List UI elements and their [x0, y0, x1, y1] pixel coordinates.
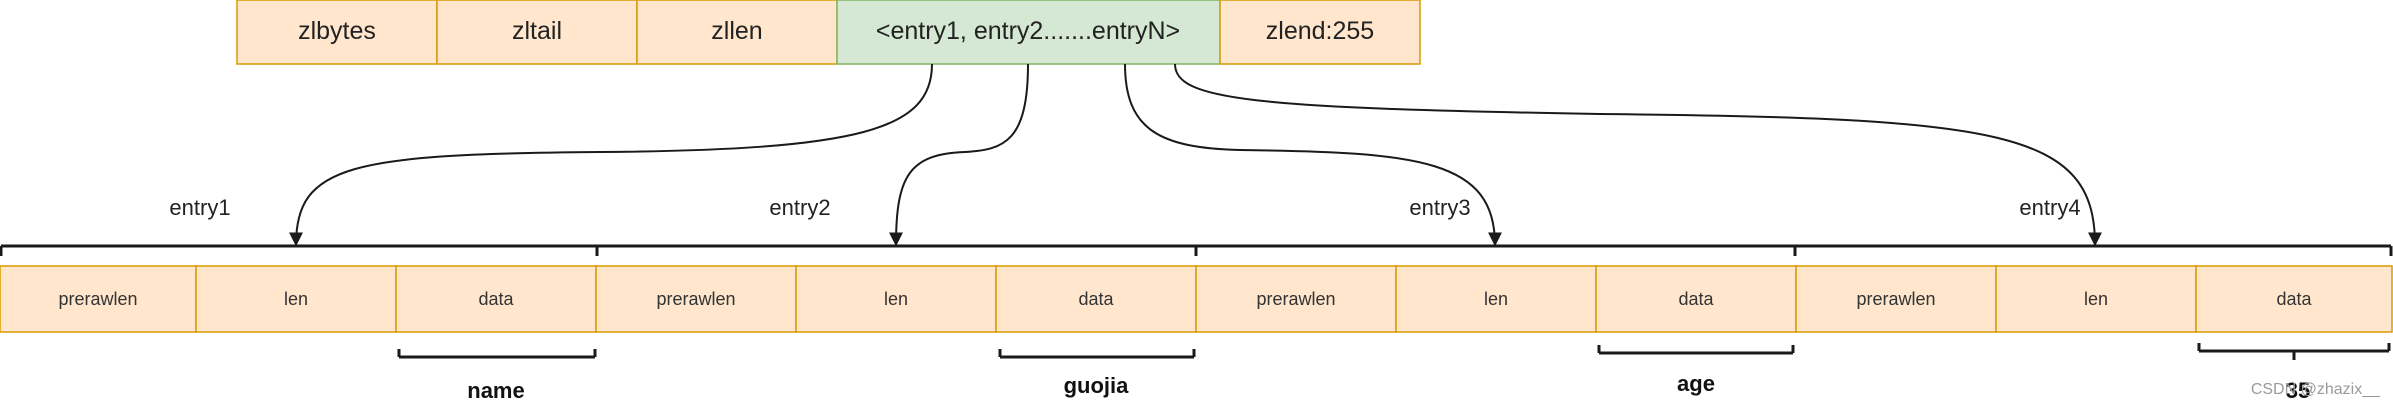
field-data: data — [1595, 265, 1797, 333]
field-len: len — [1395, 265, 1597, 333]
entry-connectors — [289, 63, 2102, 247]
header-cell-label: zllen — [711, 17, 762, 45]
header-cell-zlend: zlend:255 — [1219, 0, 1421, 65]
field-data: data — [2195, 265, 2393, 333]
field-len: len — [195, 265, 397, 333]
data-value-brace — [397, 349, 597, 359]
connector-entry1 — [289, 63, 933, 247]
data-value-brace — [2197, 343, 2391, 360]
entry-brace — [0, 244, 599, 256]
entry-brace — [595, 244, 1198, 256]
field-label: prerawlen — [656, 289, 735, 309]
field-label: prerawlen — [1856, 289, 1935, 309]
entry-brace — [1194, 244, 1797, 256]
field-len: len — [795, 265, 997, 333]
field-label: len — [284, 289, 308, 309]
field-prerawlen: prerawlen — [1195, 265, 1397, 333]
field-data: data — [995, 265, 1197, 333]
watermark: CSDN @zhazix__ — [2251, 381, 2381, 398]
data-value: 35 — [2286, 378, 2310, 403]
field-label: data — [2276, 289, 2312, 309]
entry-label: entry4 — [2019, 195, 2080, 220]
data-value: name — [467, 378, 524, 403]
field-label: len — [884, 289, 908, 309]
header-cell-label: <entry1, entry2.......entryN> — [876, 17, 1180, 45]
field-label: len — [1484, 289, 1508, 309]
connector-entry4 — [1174, 63, 2102, 247]
entry-label: entry2 — [769, 195, 830, 220]
connector-entry3 — [1124, 63, 1502, 247]
field-prerawlen: prerawlen — [0, 265, 197, 333]
field-label: data — [1078, 289, 1114, 309]
connector-entry2 — [889, 63, 1029, 247]
header-cell-label: zlend:255 — [1266, 17, 1374, 45]
header-cell-zllen: zllen — [636, 0, 838, 65]
field-label: len — [2084, 289, 2108, 309]
entry-4: entry4 prerawlen len data — [1793, 195, 2393, 403]
entry-label: entry3 — [1409, 195, 1470, 220]
data-value: guojia — [1064, 373, 1130, 398]
header-cell-label: zlbytes — [298, 17, 376, 45]
field-label: prerawlen — [1256, 289, 1335, 309]
entry-2: entry2 prerawlen len data — [595, 195, 1198, 398]
field-prerawlen: prerawlen — [1795, 265, 1997, 333]
data-value: age — [1677, 371, 1715, 396]
field-data: data — [395, 265, 597, 333]
entries-row: entry1 prerawlen len data — [0, 195, 2393, 403]
header-cell-zlbytes: zlbytes — [236, 0, 438, 65]
entry-3: entry3 prerawlen len data — [1194, 195, 1797, 396]
header-cell-zltail: zltail — [436, 0, 638, 65]
field-prerawlen: prerawlen — [595, 265, 797, 333]
field-label: prerawlen — [58, 289, 137, 309]
field-label: data — [478, 289, 514, 309]
field-len: len — [1995, 265, 2197, 333]
header-cell-label: zltail — [512, 17, 562, 45]
entry-brace — [1793, 244, 2393, 256]
header-cell-entries: <entry1, entry2.......entryN> — [836, 0, 1221, 65]
data-value-brace — [998, 349, 1196, 359]
entry-1: entry1 prerawlen len data — [0, 195, 599, 403]
data-value-brace — [1597, 345, 1795, 355]
field-label: data — [1678, 289, 1714, 309]
ziplist-header: zlbytes zltail zllen <entry1, entry2....… — [236, 0, 1421, 65]
entry-label: entry1 — [169, 195, 230, 220]
